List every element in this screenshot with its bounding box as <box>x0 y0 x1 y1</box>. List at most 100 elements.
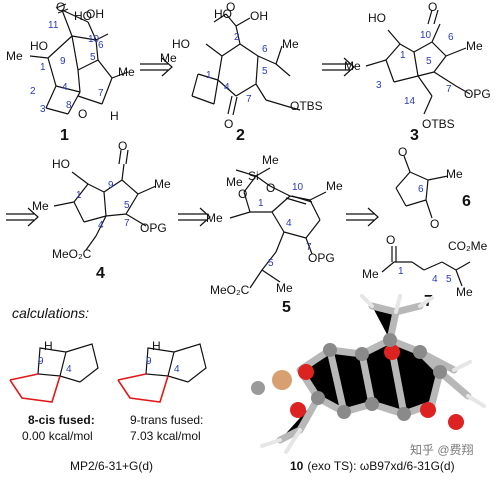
position-number: 4 <box>174 364 180 375</box>
retrosynthetic-arrow <box>140 57 173 77</box>
atom-label: O <box>238 187 247 201</box>
atom-label: O <box>118 139 127 153</box>
ts-caption-text: (exo TS): ωB97xd/6-31G(d) <box>307 459 454 473</box>
calc-8-energy: 0.00 kcal/mol <box>22 429 93 443</box>
position-number: 4 <box>286 218 292 229</box>
position-number: 7 <box>98 88 104 99</box>
position-number: 1 <box>400 50 406 61</box>
position-number: 9 <box>38 356 44 367</box>
atom-label: CO₂Me <box>448 239 488 253</box>
position-number: 4 <box>224 82 230 93</box>
atom-label: MeO₂C <box>210 283 250 297</box>
atom-label: O <box>398 145 407 159</box>
compound-7-bonds <box>381 246 471 287</box>
atom-label: Me <box>326 179 343 193</box>
retrosynthetic-arrow <box>178 207 211 227</box>
atom-label: Me <box>32 199 49 213</box>
atom-label: OPG <box>464 87 491 101</box>
position-number: 8 <box>66 100 72 111</box>
atom-label: MeO₂C <box>52 247 92 261</box>
position-number: 2 <box>30 86 36 97</box>
compound-2-bonds <box>191 13 301 116</box>
position-number: 1 <box>40 62 46 73</box>
position-number: 4 <box>62 82 68 93</box>
atom-label: Me <box>226 175 243 189</box>
atom-label: HO <box>214 7 232 21</box>
atom-label: O <box>266 181 275 195</box>
compound-4-bonds <box>53 149 157 251</box>
atom-label: H <box>110 109 119 123</box>
position-number: 3 <box>376 80 382 91</box>
atom-label: Me <box>262 153 279 167</box>
position-number: 4 <box>98 220 104 231</box>
position-number: 5 <box>268 258 274 269</box>
position-number: 2 <box>234 32 240 43</box>
position-number: 9 <box>146 356 152 367</box>
position-number: 6 <box>262 44 268 55</box>
calc-method-small: MP2/6-31+G(d) <box>70 459 153 473</box>
atom-label: OPG <box>140 221 167 235</box>
atom-label: Me <box>6 49 23 63</box>
position-number: 9 <box>60 56 66 67</box>
compound-5: Me Me Si O O Me Me MeO₂C Me OPG 1 10 4 5… <box>206 153 343 316</box>
compound-number: 6 <box>462 193 471 210</box>
compound-1-bonds <box>29 3 129 115</box>
atom-label: Si <box>248 169 259 183</box>
atom-label: Me <box>206 211 223 225</box>
atom-label: HO <box>52 157 70 171</box>
position-number: 5 <box>90 52 96 63</box>
position-number: 10 <box>420 30 432 41</box>
atom-label: OH <box>86 7 104 21</box>
position-number: 1 <box>398 266 404 277</box>
atom-label: Me <box>344 59 361 73</box>
position-number: 5 <box>426 56 432 67</box>
atom-label: H <box>44 339 53 353</box>
atom-label: OTBS <box>422 117 455 131</box>
retrosynthetic-arrow <box>6 207 39 227</box>
compound-number: 2 <box>236 127 245 144</box>
atom-label: Me <box>160 51 177 65</box>
compound-6: O O Me 6 6 <box>395 145 471 231</box>
atom-label: O <box>78 107 87 121</box>
position-number: 9 <box>108 180 114 191</box>
position-number: 5 <box>446 274 452 285</box>
position-number: 5 <box>124 200 130 211</box>
atom-label: HO <box>30 39 48 53</box>
atom-label: Me <box>118 65 135 79</box>
calc-8-caption: 8-cis fused: <box>28 413 95 427</box>
atom-label: HO <box>172 37 190 51</box>
position-number: 7 <box>246 94 252 105</box>
atom-label: Me <box>276 281 293 295</box>
position-number: 10 <box>88 34 100 45</box>
position-number: 1 <box>258 198 264 209</box>
compound-number: 3 <box>410 127 419 144</box>
position-number: 4 <box>432 274 438 285</box>
atom-label: OH <box>250 9 268 23</box>
position-number: 3 <box>40 104 46 115</box>
calc-8-caption-text: 8-cis fused: <box>28 413 95 427</box>
atom-label: HO <box>368 11 386 25</box>
atom-label: Me <box>154 177 171 191</box>
calc-9-caption: 9-trans fused: <box>130 413 203 427</box>
compound-number: 5 <box>282 299 291 316</box>
atom-label: O <box>226 0 235 14</box>
atom-label: H <box>152 339 161 353</box>
position-number: 7 <box>306 242 312 253</box>
compound-3: HO Me O Me OPG OTBS 1 3 10 6 5 7 14 3 <box>344 0 491 144</box>
position-number: 4 <box>66 364 72 375</box>
position-number: 14 <box>404 96 416 107</box>
calc-9-energy: 7.03 kcal/mol <box>130 429 201 443</box>
calc-structure-8: H 9 4 8-cis fused: 0.00 kcal/mol <box>9 339 99 443</box>
compound-number: 1 <box>60 127 69 144</box>
compound-2: HO O HO OH Me Me O OTBS 1 2 4 6 5 7 2 <box>160 0 323 144</box>
compound-number: 4 <box>96 265 105 282</box>
atom-label: Me <box>456 285 473 299</box>
position-number: 7 <box>124 218 130 229</box>
atom-label: O <box>386 233 395 247</box>
atom-label: HO <box>74 9 92 23</box>
atom-label: Me <box>446 167 463 181</box>
position-number: 6 <box>448 32 454 43</box>
position-number: 1 <box>76 190 82 201</box>
position-number: 6 <box>98 40 104 51</box>
position-number: 5 <box>262 66 268 77</box>
